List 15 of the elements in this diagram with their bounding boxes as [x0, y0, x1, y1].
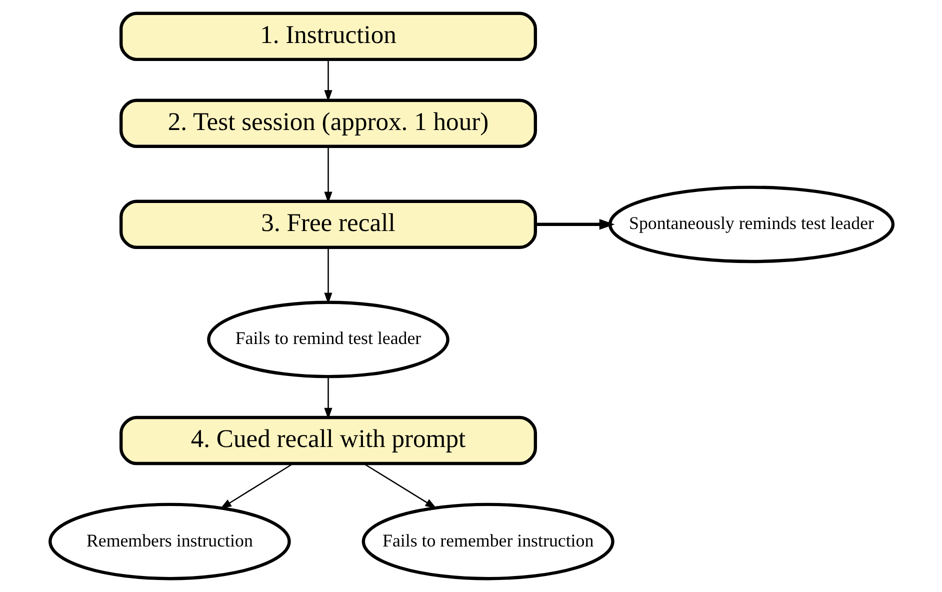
- arrow: [535, 219, 614, 230]
- arrow: [220, 463, 293, 509]
- node-box: 4. Cued recall with prompt: [118, 416, 536, 466]
- node-box: 2. Test session (approx. 1 hour): [118, 98, 536, 148]
- arrow: [324, 248, 332, 304]
- node-ellipse: Fails to remember instruction: [361, 502, 614, 580]
- arrow: [362, 463, 436, 509]
- arrow: [324, 146, 332, 204]
- node-box: 1. Instruction: [118, 12, 536, 62]
- node-ellipse: Fails to remind test leader: [206, 300, 449, 378]
- arrow: [324, 376, 332, 420]
- node-ellipse: Spontaneously reminds test leader: [608, 186, 894, 264]
- node-ellipse: Remembers instruction: [48, 502, 290, 580]
- arrow: [324, 60, 332, 102]
- node-box: 3. Free recall: [118, 200, 536, 249]
